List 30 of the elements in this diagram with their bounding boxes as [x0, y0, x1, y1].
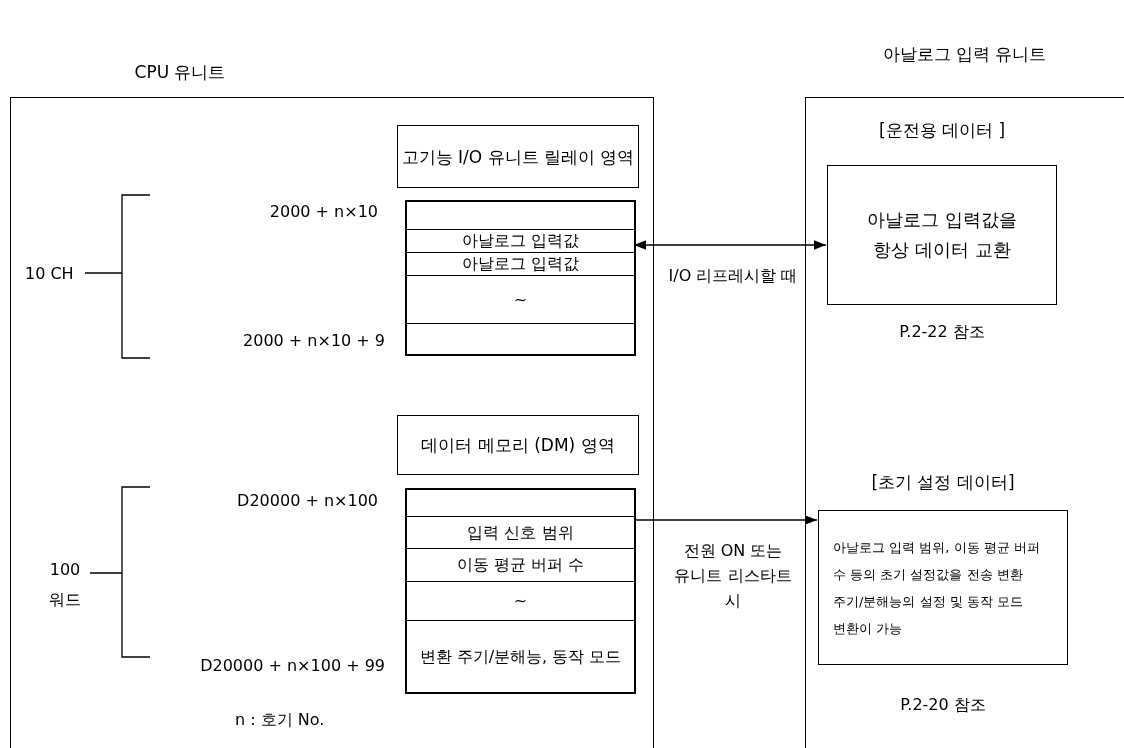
area-box: 데이터 메모리 (DM) 영역: [397, 415, 639, 475]
table-cell: 이동 평균 버퍼 수: [407, 549, 634, 582]
table-cell: 변환 주기/분해능, 동작 모드: [407, 620, 634, 692]
address-label: n : 호기 No.: [235, 710, 325, 729]
table-cell: 입력 신호 범위: [407, 517, 634, 549]
area-box: 고기능 I/O 유니트 릴레이 영역: [397, 125, 639, 188]
address-label: 2000 + n×10: [269, 202, 378, 221]
section-heading: [운전용 데이터 ]: [878, 120, 1006, 140]
table-cell: ~: [407, 582, 634, 620]
section-heading: [초기 설정 데이터]: [871, 472, 1015, 492]
data-box: 아날로그 입력값을 항상 데이터 교환: [827, 165, 1057, 305]
edge-label: I/O 리프레시할 때: [668, 266, 798, 285]
edge-label: 전원 ON 또는 유니트 리스타트 시: [674, 541, 792, 610]
address-label: 2000 + n×10 + 9: [243, 331, 385, 350]
table-cell: 아날로그 입력값: [407, 253, 634, 276]
panel-title: 아날로그 입력 유니트: [882, 44, 1047, 64]
page-reference: P.2-20 참조: [900, 695, 986, 714]
address-label: D20000 + n×100 + 99: [200, 656, 385, 675]
table-cell: 아날로그 입력값: [407, 230, 634, 253]
address-label: 100 워드: [49, 560, 81, 609]
panel-title: CPU 유니트: [134, 62, 226, 82]
address-label: 10 CH: [25, 264, 74, 283]
address-label: D20000 + n×100: [237, 491, 378, 510]
arrow: [633, 240, 827, 250]
arrow: [633, 515, 818, 525]
table-cell: ~: [407, 276, 634, 323]
memory-table: [405, 200, 636, 356]
memory-table: [405, 488, 636, 694]
page-reference: P.2-22 참조: [899, 322, 985, 341]
data-box: 아날로그 입력 범위, 이동 평균 버퍼 수 등의 초기 설정값을 전송 변환 주기/분해능의 설정 및 동작 모드 변환이 가능: [818, 510, 1068, 665]
